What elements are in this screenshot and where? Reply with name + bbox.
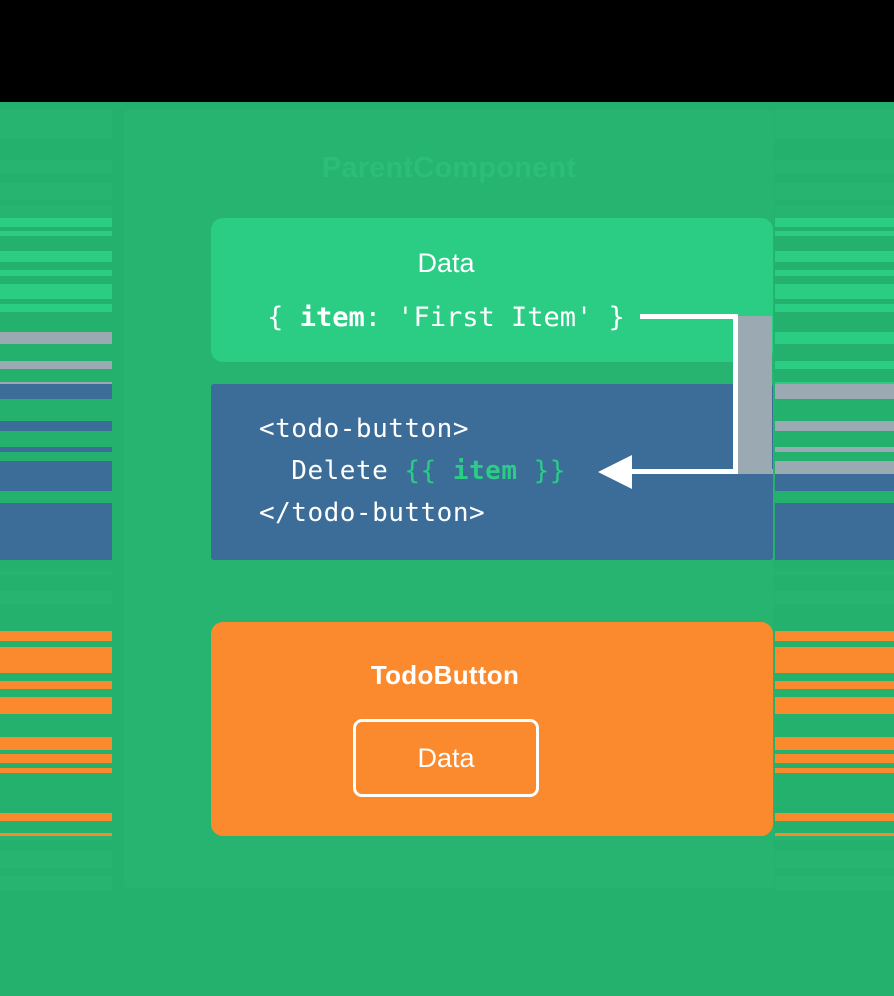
code-line-close-tag: </todo-button>: [259, 498, 486, 528]
letterbox-top-band: [0, 0, 894, 102]
todo-data-button[interactable]: Data: [353, 719, 539, 797]
connector-line-bottom: [630, 469, 738, 474]
connector-line-top: [640, 314, 738, 319]
data-code-key: item: [299, 302, 365, 333]
mustache-variable: item: [452, 456, 518, 486]
code-line-delete: Delete {{ item }}: [259, 456, 566, 486]
data-card: Data { item: 'First Item' }: [211, 218, 773, 362]
code-delete-text: Delete: [259, 456, 405, 486]
data-code-suffix: : 'First Item' }: [364, 302, 625, 333]
data-card-heading: Data: [417, 248, 475, 278]
connector-gray-vertical: [736, 316, 772, 474]
data-code-prefix: {: [267, 302, 300, 333]
mustache-open: {{: [404, 456, 453, 486]
parent-component-title: ParentComponent: [321, 152, 577, 184]
data-card-code: { item: 'First Item' }: [211, 302, 681, 333]
todo-button-card: TodoButton Data: [211, 622, 773, 836]
connector-line-vertical: [733, 314, 738, 474]
code-line-open-tag: <todo-button>: [259, 414, 469, 444]
arrow-left-icon: [598, 455, 632, 489]
diagram-canvas: ParentComponent Data { item: 'First Item…: [0, 102, 894, 996]
mustache-close: }}: [517, 456, 566, 486]
todo-button-title: TodoButton: [370, 660, 520, 690]
